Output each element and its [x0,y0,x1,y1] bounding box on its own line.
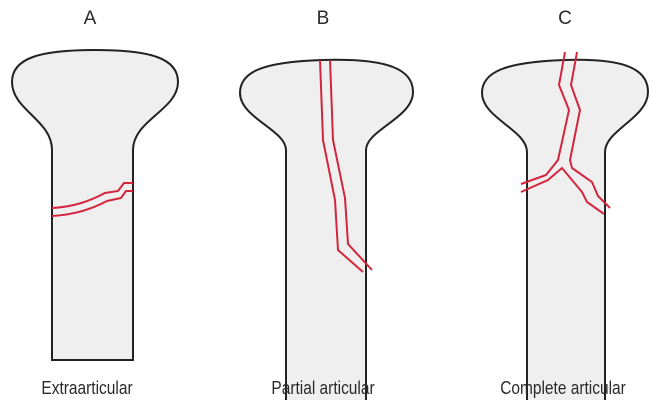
panel-b-caption: Partial articular [271,378,374,399]
bone-b-outline [240,60,413,400]
bone-a-upper [12,50,178,222]
panel-a-bone [12,50,178,360]
panel-c-bone [482,52,648,400]
bone-c-outline [482,60,648,400]
panel-a-caption: Extraarticular [41,378,132,399]
panel-b-bone [240,60,413,400]
panel-c-caption: Complete articular [500,378,626,399]
